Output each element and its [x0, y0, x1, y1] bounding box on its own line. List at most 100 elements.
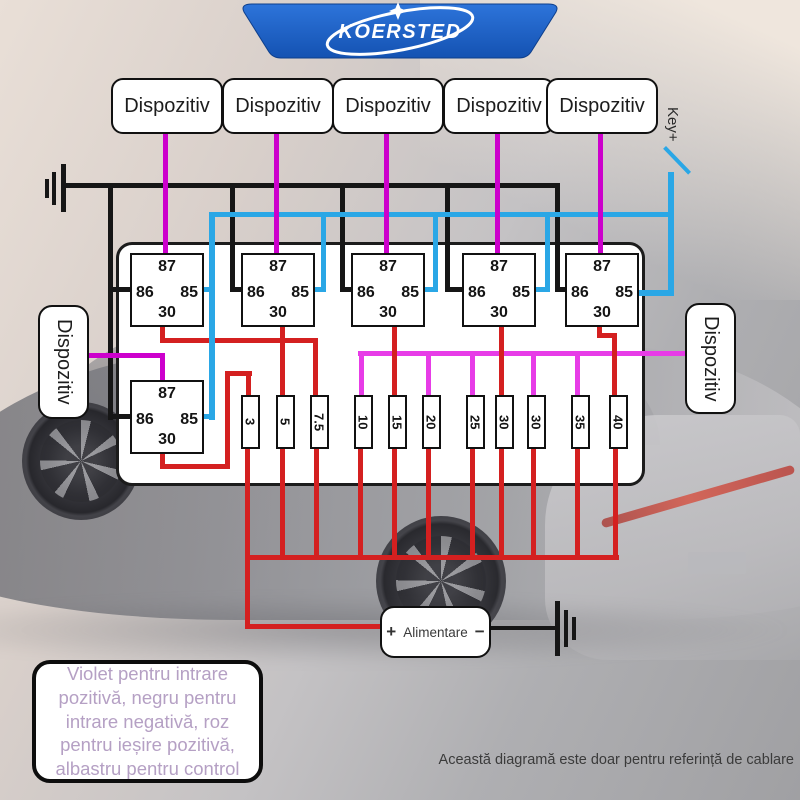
- plus-sign: +: [386, 622, 396, 642]
- wire-violet: [163, 130, 168, 253]
- wire-red: [313, 338, 318, 397]
- relay-terminal-86: 86: [136, 412, 154, 428]
- fuse-40a: 40: [609, 395, 628, 449]
- wire-black: [445, 183, 450, 292]
- relay-terminal-30: 30: [158, 432, 176, 448]
- fuse-rating-label: 35: [573, 415, 588, 429]
- wire-red: [280, 323, 285, 397]
- relay-6: 8786 8530: [130, 380, 204, 454]
- wire-red: [245, 445, 250, 557]
- key-plus-label: Key+: [664, 107, 681, 142]
- device-box-right: Dispozitiv: [685, 303, 736, 414]
- wire-blue: [668, 172, 674, 296]
- wire-violet: [84, 353, 165, 358]
- fuse-rating-label: 30: [497, 415, 512, 429]
- wire-blue: [209, 212, 215, 420]
- wire-red: [245, 555, 619, 560]
- legend-box: Violet pentru intrare pozitivă, negru pe…: [32, 660, 263, 783]
- wire-pink: [531, 351, 536, 397]
- relay-terminal-86: 86: [247, 285, 265, 301]
- relay-terminal-86: 86: [571, 285, 589, 301]
- wire-black: [564, 610, 568, 647]
- wire-red: [245, 624, 382, 629]
- wire-pink: [575, 351, 580, 397]
- fuse-rating-label: 25: [468, 415, 483, 429]
- wire-red: [358, 445, 363, 557]
- wire-black: [62, 183, 560, 188]
- fuse-rating-label: 3: [243, 418, 258, 425]
- device-label: Dispozitiv: [345, 95, 431, 118]
- power-source-box: + Alimentare −: [380, 606, 491, 658]
- fuse-rating-label: 15: [390, 415, 405, 429]
- legend-text: Violet pentru intrare pozitivă, negru pe…: [48, 662, 247, 780]
- wire-red: [392, 445, 397, 557]
- footer-note: Această diagramă este doar pentru referi…: [439, 752, 794, 768]
- wire-red: [392, 323, 397, 397]
- wire-violet: [495, 130, 500, 253]
- relay-terminal-87: 87: [593, 259, 611, 275]
- wire-red: [613, 445, 618, 557]
- brand-logo-text: KOERSTED: [338, 21, 461, 43]
- relay-terminal-85: 85: [401, 285, 419, 301]
- wire-pink: [359, 351, 364, 397]
- device-label: Dispozitiv: [235, 95, 321, 118]
- wire-violet: [384, 130, 389, 253]
- relay-terminal-30: 30: [379, 305, 397, 321]
- relay-terminal-87: 87: [158, 386, 176, 402]
- fuse-25a: 25: [466, 395, 485, 449]
- device-box-top-4: Dispozitiv: [443, 78, 555, 134]
- fuse-rating-label: 7.5: [312, 413, 327, 431]
- device-label: Dispozitiv: [559, 95, 645, 118]
- wire-black: [340, 183, 345, 292]
- relay-terminal-85: 85: [180, 412, 198, 428]
- wire-red: [575, 445, 580, 557]
- wire-blue: [634, 290, 672, 296]
- relay-terminal-85: 85: [180, 285, 198, 301]
- wire-red: [499, 445, 504, 557]
- fuse-30a: 30: [527, 395, 546, 449]
- fuse-3a: 3: [241, 395, 260, 449]
- wire-red: [499, 323, 504, 397]
- fuse-rating-label: 10: [356, 415, 371, 429]
- relay-terminal-85: 85: [512, 285, 530, 301]
- wire-red: [246, 371, 251, 397]
- wire-red: [160, 464, 230, 469]
- relay-2: 87868530: [241, 253, 315, 327]
- fuse-rating-label: 40: [611, 415, 626, 429]
- wire-black: [230, 183, 235, 292]
- wire-blue: [321, 212, 326, 291]
- wire-red: [314, 445, 319, 557]
- relay-3: 87868530: [351, 253, 425, 327]
- wire-black: [572, 617, 576, 640]
- wire-red: [531, 445, 536, 557]
- relay-terminal-86: 86: [468, 285, 486, 301]
- device-label: Dispozitiv: [699, 316, 722, 402]
- wire-red: [225, 371, 230, 469]
- wire-red: [470, 445, 475, 557]
- fuse-30a: 30: [495, 395, 514, 449]
- device-box-top-5: Dispozitiv: [546, 78, 658, 134]
- device-box-left: Dispozitiv: [38, 305, 89, 419]
- fuse-rating-label: 5: [278, 418, 293, 425]
- wire-black: [555, 601, 560, 656]
- relay-terminal-30: 30: [593, 305, 611, 321]
- device-label: Dispozitiv: [52, 319, 75, 405]
- relay-terminal-30: 30: [269, 305, 287, 321]
- fuse-10a: 10: [354, 395, 373, 449]
- device-box-top-3: Dispozitiv: [332, 78, 444, 134]
- fuse-15a: 15: [388, 395, 407, 449]
- wire-red: [160, 338, 318, 343]
- wire-pink: [426, 351, 431, 397]
- wire-pink: [358, 351, 687, 356]
- device-label: Dispozitiv: [456, 95, 542, 118]
- relay-terminal-30: 30: [490, 305, 508, 321]
- front-wheel-spokes: [40, 420, 122, 502]
- wire-violet: [160, 353, 165, 382]
- wire-black: [108, 183, 113, 420]
- wire-black: [487, 626, 557, 630]
- brand-banner: KOERSTED: [230, 0, 570, 66]
- wire-violet: [274, 130, 279, 253]
- relay-terminal-87: 87: [490, 259, 508, 275]
- wire-red: [426, 445, 431, 557]
